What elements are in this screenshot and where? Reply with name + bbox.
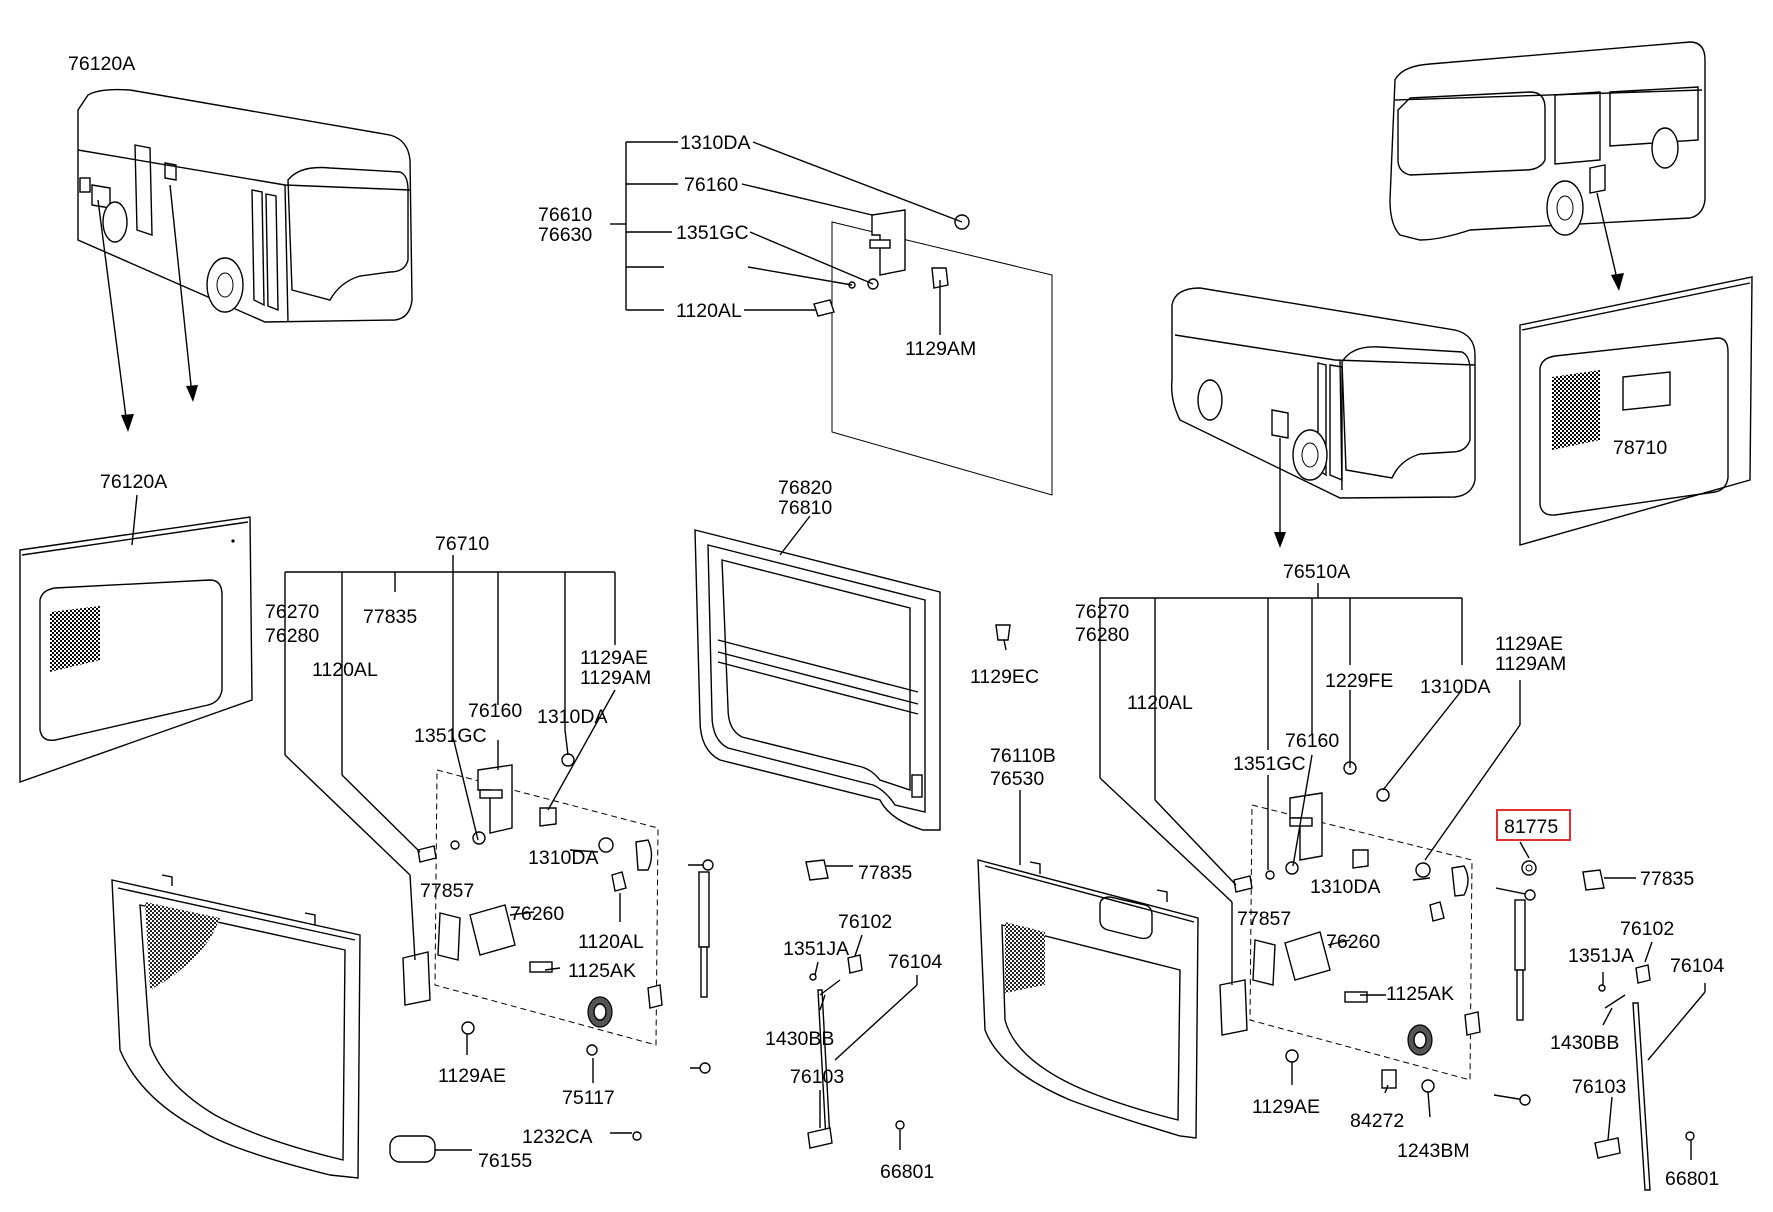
- label-76510a: 76510A: [1283, 561, 1350, 583]
- label-1243bm: 1243BM: [1397, 1140, 1470, 1162]
- label-1125ak-right: 1125AK: [1386, 983, 1454, 1005]
- label-76160-right: 76160: [1285, 730, 1339, 752]
- label-1129am-left-1: 1129AM: [580, 667, 651, 689]
- door-panel-left: [111, 874, 361, 1179]
- label-1229fe: 1229FE: [1325, 670, 1393, 692]
- label-76530: 76530: [990, 768, 1044, 790]
- label-76160-top: 76160: [684, 174, 738, 196]
- gas-strut-left: [688, 859, 714, 1074]
- label-1129ae-right-1: 1129AE: [1495, 633, 1563, 655]
- label-1310da-left-2: 1310DA: [528, 847, 598, 869]
- label-1232ca: 1232CA: [522, 1126, 592, 1148]
- hinge-assembly-top: [813, 209, 1053, 496]
- label-76270-left: 76270: [265, 601, 319, 623]
- label-77835-left: 77835: [363, 606, 417, 628]
- label-76120a-mid: 76120A: [100, 471, 167, 493]
- label-1120al-top: 1120AL: [676, 300, 742, 322]
- label-1310da-top: 1310DA: [680, 132, 750, 154]
- panel-78710: [1519, 276, 1753, 546]
- bus-illustration-left: [77, 88, 413, 432]
- label-1129ae-left-2: 1129AE: [438, 1065, 506, 1087]
- label-1351gc-left: 1351GC: [414, 725, 487, 747]
- label-84272: 84272: [1350, 1110, 1404, 1132]
- label-1430bb-right: 1430BB: [1550, 1032, 1619, 1054]
- label-78710: 78710: [1613, 437, 1667, 459]
- label-1430bb-center: 1430BB: [765, 1028, 834, 1050]
- label-76104-center: 76104: [888, 951, 942, 973]
- label-76820: 76820: [778, 477, 832, 499]
- label-1310da-right: 1310DA: [1420, 676, 1490, 698]
- label-76710: 76710: [435, 533, 489, 555]
- label-76630: 76630: [538, 224, 592, 246]
- label-81775: 81775: [1504, 816, 1558, 838]
- label-1351gc-top: 1351GC: [676, 222, 749, 244]
- label-76160-left: 76160: [468, 700, 522, 722]
- label-1120al-left: 1120AL: [312, 659, 378, 681]
- label-1125ak-left: 1125AK: [568, 960, 636, 982]
- label-1129ae-left-1: 1129AE: [580, 647, 648, 669]
- label-76280-left: 76280: [265, 625, 319, 647]
- part-labels: 76120A 1310DA 76160 76610 76630 1351GC 1…: [68, 53, 1724, 1190]
- label-76102-center: 76102: [838, 911, 892, 933]
- label-76103-center: 76103: [790, 1066, 844, 1088]
- label-77835-right: 77835: [1640, 868, 1694, 890]
- label-76120a-top: 76120A: [68, 53, 135, 75]
- leader-lines: [131, 141, 1706, 1160]
- hinge-assembly-right: [1219, 761, 1481, 1093]
- label-76103-right: 76103: [1572, 1076, 1626, 1098]
- label-75117: 75117: [562, 1087, 615, 1109]
- trim-76155: [389, 1135, 436, 1163]
- label-77835-center: 77835: [858, 862, 912, 884]
- door-panel-right: [977, 859, 1199, 1139]
- label-77857-left: 77857: [420, 880, 474, 902]
- label-76260-left: 76260: [510, 903, 564, 925]
- label-1129am-right-1: 1129AM: [1495, 653, 1566, 675]
- label-66801-right: 66801: [1665, 1168, 1719, 1190]
- label-76810: 76810: [778, 497, 832, 519]
- bus-illustration-right-top: [1389, 41, 1706, 291]
- label-1120al-right: 1120AL: [1127, 692, 1193, 714]
- label-76610: 76610: [538, 204, 592, 226]
- label-1120al-left-2: 1120AL: [578, 931, 644, 953]
- gas-strut-right: [1493, 860, 1537, 1106]
- label-1129ae-right-2: 1129AE: [1252, 1096, 1320, 1118]
- label-76270-right: 76270: [1075, 601, 1129, 623]
- label-1310da-left: 1310DA: [537, 706, 607, 728]
- rod-parts-right: [1582, 869, 1695, 1191]
- label-76102-right: 76102: [1620, 918, 1674, 940]
- label-66801-center: 66801: [880, 1161, 934, 1183]
- label-1351ja-right: 1351JA: [1568, 945, 1634, 967]
- bus-illustration-right-mid: [1170, 287, 1476, 548]
- label-1351ja-center: 1351JA: [783, 938, 849, 960]
- label-76280-right: 76280: [1075, 624, 1129, 646]
- panel-76120a: [19, 516, 253, 783]
- rod-parts-center: [805, 624, 1011, 1149]
- label-1310da-right-2: 1310DA: [1310, 876, 1380, 898]
- label-76110b: 76110B: [990, 745, 1056, 767]
- label-1129am-top: 1129AM: [905, 338, 976, 360]
- hinge-assembly-left: [402, 753, 663, 1141]
- label-1351gc-right: 1351GC: [1233, 753, 1306, 775]
- label-77857-right: 77857: [1237, 908, 1291, 930]
- label-76260-right: 76260: [1326, 931, 1380, 953]
- label-1129ec: 1129EC: [970, 666, 1039, 688]
- panel-76820-76810: [694, 529, 941, 831]
- label-76155: 76155: [478, 1150, 532, 1172]
- label-76104-right: 76104: [1670, 955, 1724, 977]
- highlight-box-81775: [1496, 809, 1571, 841]
